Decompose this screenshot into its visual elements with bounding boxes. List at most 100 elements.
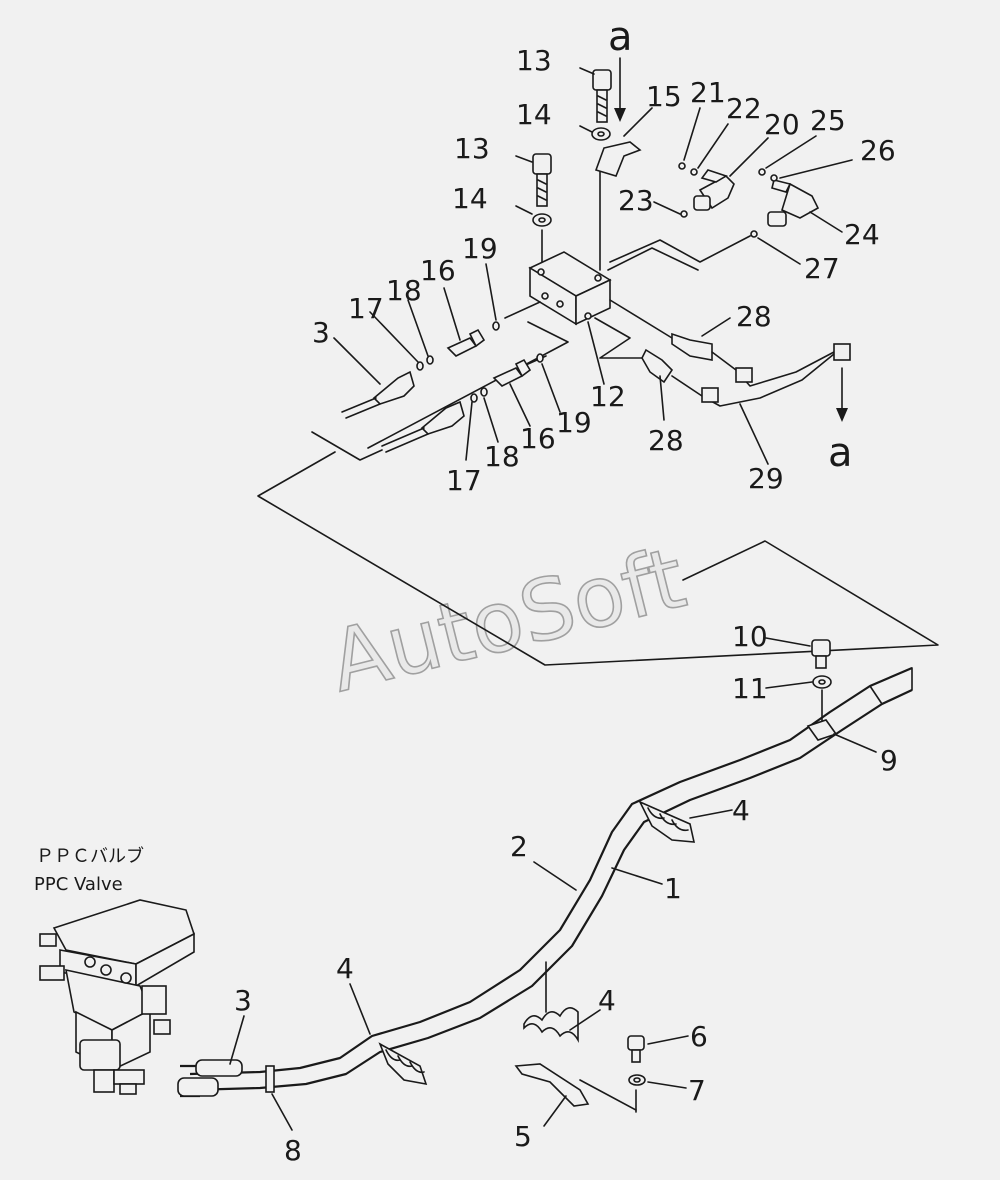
bolt-6 <box>627 1035 645 1063</box>
leader-line <box>647 1035 689 1045</box>
tube-assembly-1-2 <box>180 666 913 1098</box>
leader-line <box>541 363 561 413</box>
leader-line <box>623 107 653 137</box>
connector <box>701 387 719 403</box>
bracket-15 <box>594 141 642 177</box>
leader-line <box>809 211 843 233</box>
leader-line <box>407 299 429 357</box>
callout-label: 20 <box>764 108 800 141</box>
leader-line <box>647 1081 687 1089</box>
callout-label: 4 <box>336 952 354 985</box>
callout-label: 13 <box>516 44 552 77</box>
callout-label: 16 <box>420 254 456 287</box>
leader-line <box>689 809 733 819</box>
connector <box>735 367 753 383</box>
leader-line <box>765 637 811 647</box>
leader-line <box>611 867 663 885</box>
washer-14-lower <box>532 213 552 227</box>
callout-label: 8 <box>284 1134 302 1167</box>
callout-label: 4 <box>732 794 750 827</box>
o-ring-21 <box>678 162 686 170</box>
callout-label: 15 <box>646 80 682 113</box>
leader-line <box>483 397 499 443</box>
leader-line <box>369 311 419 363</box>
callout-label: 25 <box>810 104 846 137</box>
o-ring-17-lower <box>470 393 478 403</box>
callout-label: 16 <box>520 422 556 455</box>
bolt-10 <box>811 639 831 669</box>
leader-line <box>833 733 877 753</box>
manifold-block-12 <box>528 251 612 326</box>
fitting-20 <box>693 169 735 211</box>
callout-label: 27 <box>804 252 840 285</box>
leader-line <box>504 301 541 319</box>
connection-outline <box>257 451 939 666</box>
leader-line <box>765 135 817 169</box>
leader-line <box>533 861 577 891</box>
callout-label: 13 <box>454 132 490 165</box>
callout-label: 23 <box>618 184 654 217</box>
connector <box>833 343 851 361</box>
callout-label: 24 <box>844 218 880 251</box>
clamp-4-mid <box>378 1042 428 1086</box>
o-ring-26 <box>770 174 778 182</box>
caption-en: PPC Valve <box>34 874 123 895</box>
hose-end-3-lower <box>381 400 465 453</box>
tube-line <box>607 247 699 271</box>
callout-label: 26 <box>860 134 896 167</box>
o-ring-17-upper <box>416 361 424 371</box>
connection-outline-inner <box>311 321 569 461</box>
leader-line <box>697 123 729 169</box>
leader-line <box>653 201 681 215</box>
washer-11 <box>812 675 832 689</box>
tube-line <box>594 317 646 359</box>
caption-jp: ＰＰＣバルブ <box>36 845 144 867</box>
ref-letter-a-right: a <box>828 430 853 476</box>
leader-line <box>757 237 801 265</box>
leader-line <box>779 159 853 179</box>
leader-line <box>579 67 595 75</box>
callout-label: 5 <box>514 1120 532 1153</box>
callout-label: 19 <box>462 232 498 265</box>
leader-line <box>229 1015 245 1065</box>
callout-label: 14 <box>516 98 552 131</box>
leader-line <box>579 125 593 133</box>
leader-line <box>579 1079 637 1111</box>
o-ring-27 <box>750 230 758 238</box>
watermark: AutoSoft <box>321 529 695 711</box>
leader-line <box>659 375 665 421</box>
washer-7 <box>628 1074 646 1086</box>
callout-label: 17 <box>446 464 482 497</box>
o-ring-19-lower <box>536 353 544 363</box>
leader-line <box>465 401 473 461</box>
o-ring-18-lower <box>480 387 488 397</box>
callout-label: 19 <box>556 406 592 439</box>
callout-label: 4 <box>598 984 616 1017</box>
callout-label: 22 <box>726 92 762 125</box>
switch-28-upper <box>671 332 713 361</box>
leader-line <box>515 205 533 215</box>
leader-line <box>485 263 497 321</box>
tube-line <box>609 235 751 263</box>
sensor-16-upper <box>446 328 486 357</box>
callout-label: 6 <box>690 1020 708 1053</box>
leader-line <box>765 681 813 689</box>
bolt-13-lower <box>532 153 552 207</box>
callout-label: 12 <box>590 380 626 413</box>
arrow-head <box>836 408 848 422</box>
callout-label: 11 <box>732 672 768 705</box>
leader-line <box>569 1009 601 1031</box>
leader-line <box>739 403 769 465</box>
o-ring-23 <box>680 210 688 218</box>
leader-line <box>729 137 769 177</box>
hose-end-3-upper <box>341 370 415 419</box>
o-ring-19-upper <box>492 321 500 331</box>
o-ring-25 <box>758 168 766 176</box>
callout-label: 21 <box>690 76 726 109</box>
callout-label: 29 <box>748 462 784 495</box>
o-ring-18-upper <box>426 355 434 365</box>
callout-label: 2 <box>510 830 528 863</box>
sensor-16-lower <box>492 358 532 387</box>
callout-label: 18 <box>484 440 520 473</box>
